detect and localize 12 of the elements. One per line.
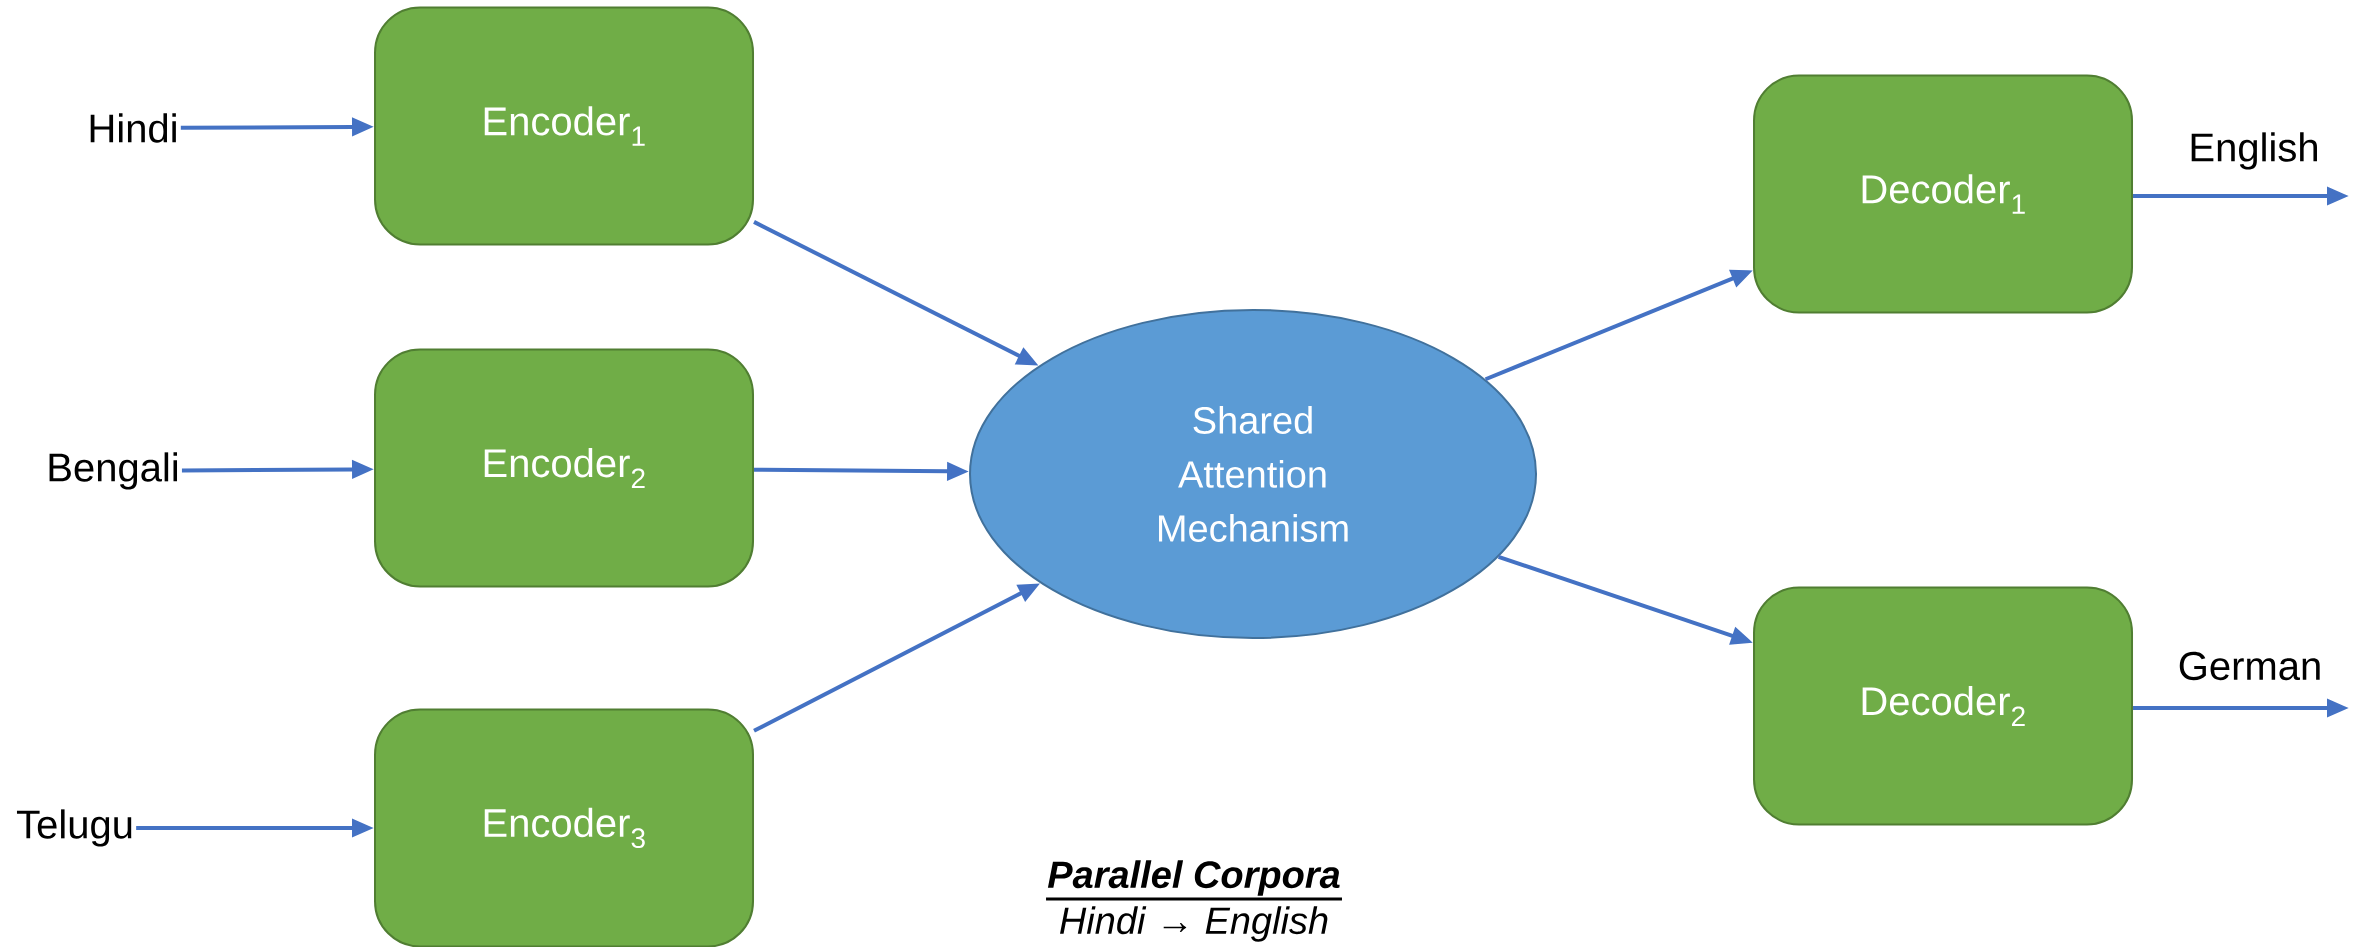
edge-label: German: [2179, 651, 2320, 681]
rounded-box: Decoder$_{1}$: [1753, 74, 2133, 314]
rounded-box: Encoder$_{2}$: [374, 348, 754, 588]
rounded-box: Encoder$_{3}$: [374, 708, 754, 947]
language-label: Hindi: [90, 113, 176, 143]
corpus-pair: Hindi → English: [1060, 906, 1328, 942]
language-label: Telugu: [17, 809, 132, 847]
edge-label: English: [2191, 132, 2317, 170]
language-label: Bengali: [49, 452, 177, 490]
rounded-box: Encoder$_{1}$: [374, 6, 754, 246]
heading: Parallel Corpora: [1046, 860, 1342, 901]
rounded-box: Decoder$_{2}$: [1753, 586, 2133, 826]
